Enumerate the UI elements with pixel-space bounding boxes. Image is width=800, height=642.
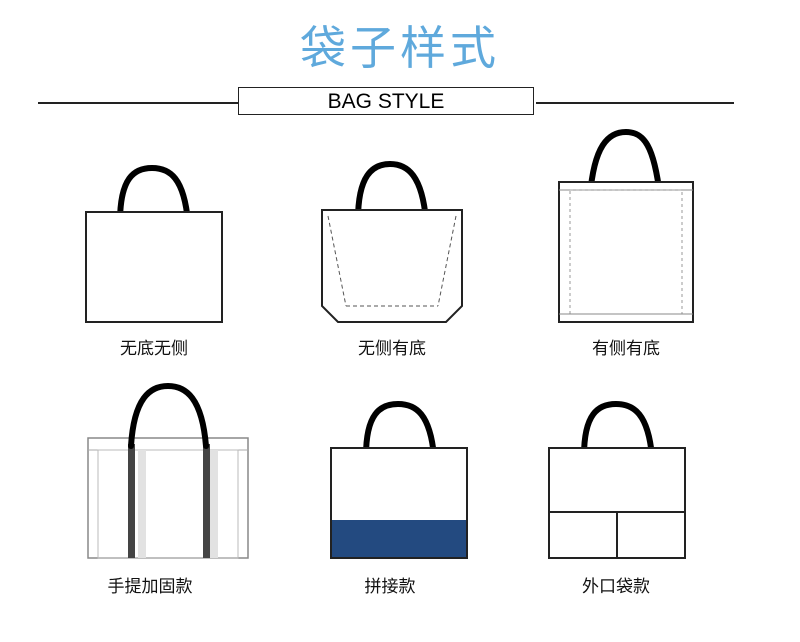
- side-bottom-gusset-bag-icon: [558, 128, 694, 323]
- subtitle-box: BAG STYLE: [238, 87, 534, 115]
- bag-label-spliced: 拼接款: [364, 577, 416, 597]
- flat-bag-icon: [85, 164, 223, 323]
- bag-label-reinforced: 手提加固款: [107, 577, 193, 597]
- bottom-gusset-bag-icon: [321, 160, 463, 323]
- bag-label-bottom-gusset: 无侧有底: [358, 339, 426, 359]
- reinforced-handle-bag-icon: [87, 382, 249, 559]
- bag-label-flat: 无底无侧: [120, 339, 188, 359]
- divider-right: [536, 102, 734, 104]
- page-title: 袋子样式: [300, 21, 500, 75]
- divider-left: [38, 102, 238, 104]
- outer-pocket-bag-icon: [548, 400, 686, 559]
- spliced-bag-icon: [330, 400, 468, 559]
- bag-label-outer-pocket: 外口袋款: [582, 577, 650, 597]
- bag-label-side-bottom-gusset: 有侧有底: [592, 339, 660, 359]
